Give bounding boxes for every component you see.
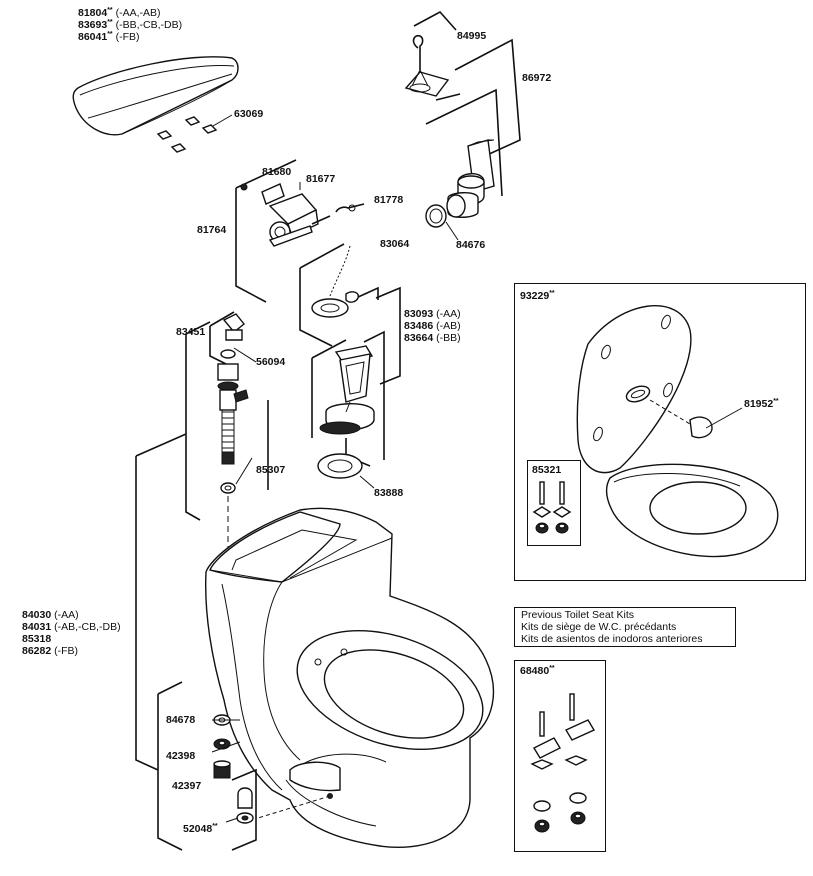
old-hardware-panel (514, 660, 606, 852)
lid-bumpers (156, 114, 233, 153)
previous-kits-es: Kits de asientos de inodoros anteriores (521, 633, 703, 645)
toilet-body (205, 507, 495, 849)
callout-gasket: 83888 (374, 487, 404, 499)
callout-bracket: 81677 (306, 173, 336, 185)
floor-hardware (213, 714, 254, 824)
overflow-tube (425, 139, 495, 241)
flapper (311, 245, 359, 318)
callout-bowl-3: 85318 (22, 633, 52, 645)
callout-chain-hook: 84995 (457, 30, 487, 42)
callout-seat-kit: 93229** (520, 290, 555, 302)
callout-lid-3: 86041** (-FB) (78, 31, 140, 43)
callout-valve-set-2: 83486 (-AB) (404, 320, 461, 332)
old-hardware-parts (530, 693, 596, 833)
callout-cap: 83451 (176, 326, 206, 338)
seat-hardware-box (527, 460, 581, 546)
callout-bowl-1: 84030 (-AA) (22, 609, 79, 621)
callout-valve-set-1: 83093 (-AA) (404, 308, 461, 320)
callout-seal: 84676 (456, 239, 486, 251)
callout-old-hardware: 68480** (520, 665, 555, 677)
callout-seat-hardware: 85321 (532, 464, 562, 476)
callout-screw: 81680 (262, 166, 292, 178)
previous-kits-en: Previous Toilet Seat Kits (521, 609, 635, 621)
callout-flapper: 83064 (380, 238, 410, 250)
previous-kits-fr: Kits de siège de W.C. précédants (521, 621, 677, 633)
callout-bumpers: 63069 (234, 108, 264, 120)
callout-washer-b: 42398 (166, 750, 196, 762)
callout-washer-top: 56094 (256, 356, 286, 368)
flush-valve (317, 345, 375, 479)
callout-overflow-tube: 86972 (522, 72, 552, 84)
callout-link: 81778 (374, 194, 404, 206)
seat-hardware-parts (532, 481, 572, 534)
callout-lid-2: 83693** (-BB,-CB,-DB) (78, 19, 183, 31)
trip-lever-assembly (240, 182, 365, 247)
callout-washer-bottom: 85307 (256, 464, 286, 476)
callout-nut: 42397 (172, 780, 202, 792)
chain-hook-part (404, 34, 450, 97)
callout-lid-1: 81804** (-AA,-AB) (78, 7, 161, 19)
callout-valve-set-3: 83664 (-BB) (404, 332, 461, 344)
tank-lid (72, 56, 239, 136)
callout-bowl-2: 84031 (-AB,-CB,-DB) (22, 621, 121, 633)
seat-drawing (576, 305, 779, 558)
callout-trip-lever: 81764 (197, 224, 227, 236)
callout-bolt-cap: 52048** (183, 823, 218, 835)
seat-kit-panel (514, 283, 806, 581)
fill-valve (217, 313, 249, 572)
previous-kits-box: Previous Toilet Seat Kits Kits de siège … (514, 607, 736, 647)
callout-hinge-post: 81952** (744, 398, 779, 410)
callout-bowl-4: 86282 (-FB) (22, 645, 79, 657)
callout-washer-a: 84678 (166, 714, 196, 726)
